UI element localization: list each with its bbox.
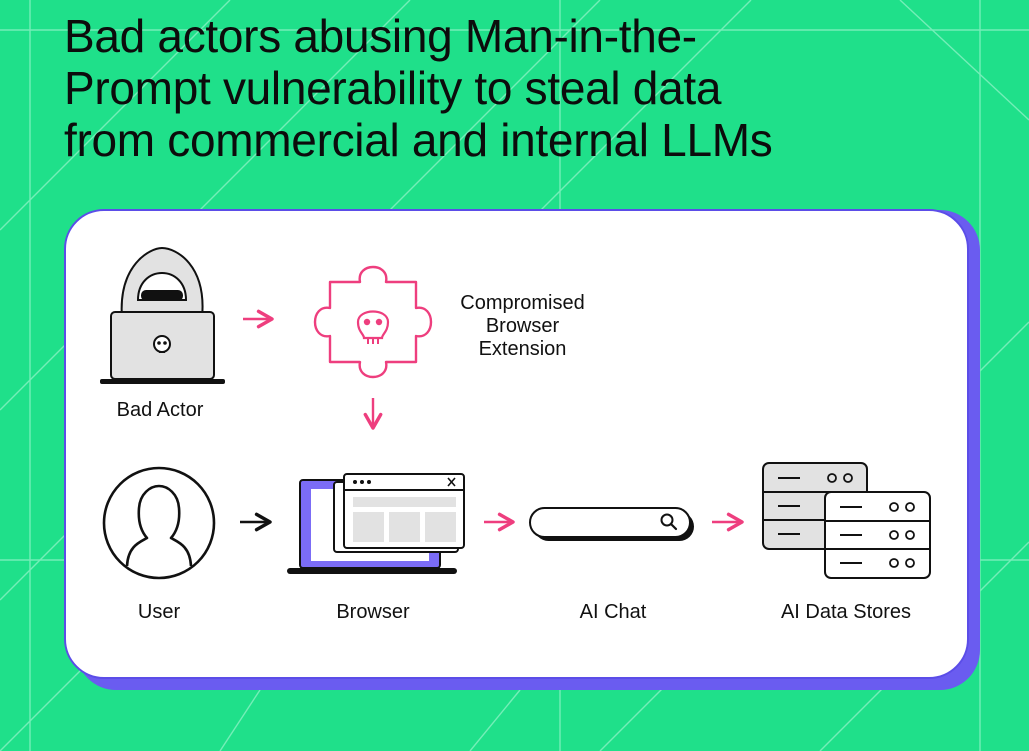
user-label: User xyxy=(137,601,181,623)
laptop-browser-window-icon xyxy=(287,473,465,574)
user-avatar-icon xyxy=(102,466,216,580)
title-line-3: from commercial and internal LLMs xyxy=(64,114,773,166)
page-title: Bad actors abusing Man-in-the- Prompt vu… xyxy=(64,10,964,166)
diagram-card xyxy=(64,209,969,679)
bad-actor-label: Bad Actor xyxy=(116,399,204,421)
extension-label-line-2: Browser xyxy=(485,315,560,337)
ai-chat-label: AI Chat xyxy=(579,601,647,623)
ai-data-stores-label: AI Data Stores xyxy=(780,601,912,623)
server-rack-icon xyxy=(762,462,931,579)
puzzle-skull-icon xyxy=(313,265,433,379)
extension-label-line-3: Extension xyxy=(478,338,567,360)
title-line-2: Prompt vulnerability to steal data xyxy=(64,62,722,114)
search-bar-icon xyxy=(529,507,694,541)
hooded-hacker-laptop-icon xyxy=(100,246,225,384)
title-line-1: Bad actors abusing Man-in-the- xyxy=(64,10,697,62)
extension-label-line-1: Compromised xyxy=(460,292,585,314)
browser-label: Browser xyxy=(336,601,410,623)
extension-label: Compromised Browser Extension xyxy=(440,292,605,361)
